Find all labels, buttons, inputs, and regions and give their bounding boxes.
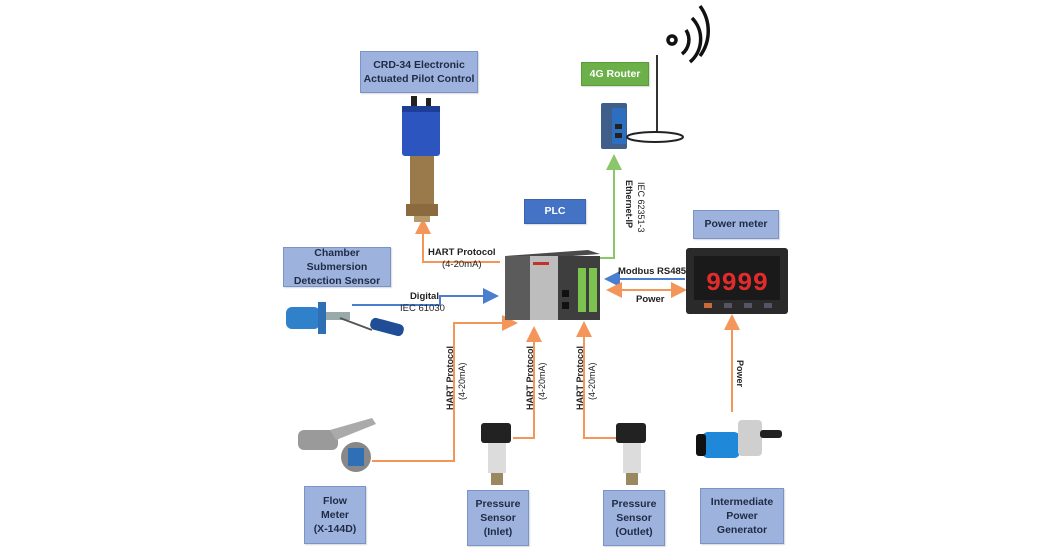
line-inlet-to-plc bbox=[513, 326, 542, 439]
pilot-control-device-icon bbox=[402, 96, 440, 222]
wireless-signal-icon bbox=[666, 4, 710, 64]
chamber-sensor-label: Chamber Submersion Detection Sensor bbox=[283, 247, 391, 287]
power-generator-label: Intermediate Power Generator bbox=[700, 488, 784, 544]
inlet-plc-connection-label: HART Protocol bbox=[525, 346, 535, 410]
line-plc-to-router bbox=[590, 154, 622, 259]
generator-meter-connection-label: Power bbox=[735, 360, 745, 388]
plc-meter-power-label: Power bbox=[636, 294, 665, 305]
plc-label: PLC bbox=[524, 199, 586, 224]
router-label: 4G Router bbox=[581, 62, 649, 86]
router-plc-connection-label: Ethernet-IP bbox=[624, 180, 634, 229]
power-meter-label: Power meter bbox=[693, 210, 779, 239]
line-outlet-to-plc bbox=[576, 321, 626, 439]
flow-meter-device-icon bbox=[298, 418, 376, 472]
router-device-icon bbox=[601, 55, 684, 149]
line-flow-to-plc bbox=[372, 315, 518, 462]
power-generator-device-icon bbox=[696, 420, 782, 458]
plc-device-icon bbox=[505, 250, 600, 320]
plc-pilot-connection-label: HART Protocol (4-20mA) bbox=[428, 247, 496, 271]
chamber-sensor-device-icon bbox=[286, 302, 404, 337]
pressure-sensor-inlet-icon bbox=[481, 423, 511, 485]
inlet-plc-connection-detail: (4-20mA) bbox=[537, 362, 547, 400]
outlet-plc-connection-label: HART Protocol bbox=[575, 346, 585, 410]
flow-plc-connection-label: HART Protocol bbox=[445, 346, 455, 410]
pressure-outlet-label: Pressure Sensor (Outlet) bbox=[603, 490, 665, 546]
chamber-plc-connection-label: Digital IEC 61030 bbox=[400, 291, 445, 315]
meter-display-value: 9999 bbox=[706, 268, 768, 298]
outlet-plc-connection-detail: (4-20mA) bbox=[587, 362, 597, 400]
pressure-inlet-label: Pressure Sensor (Inlet) bbox=[467, 490, 529, 546]
line-plc-to-pilot bbox=[415, 218, 500, 263]
pilot-control-label: CRD-34 Electronic Actuated Pilot Control bbox=[360, 51, 478, 93]
line-chamber-to-plc bbox=[352, 288, 499, 306]
router-plc-connection-detail: IEC 62351-3 bbox=[636, 182, 646, 233]
power-meter-device-icon: 9999 bbox=[686, 248, 788, 314]
modbus-connection-label: Modbus RS485 bbox=[618, 266, 687, 277]
flow-plc-connection-detail: (4-20mA) bbox=[457, 362, 467, 400]
flow-meter-label: Flow Meter (X-144D) bbox=[304, 486, 366, 544]
pressure-sensor-outlet-icon bbox=[616, 423, 646, 485]
